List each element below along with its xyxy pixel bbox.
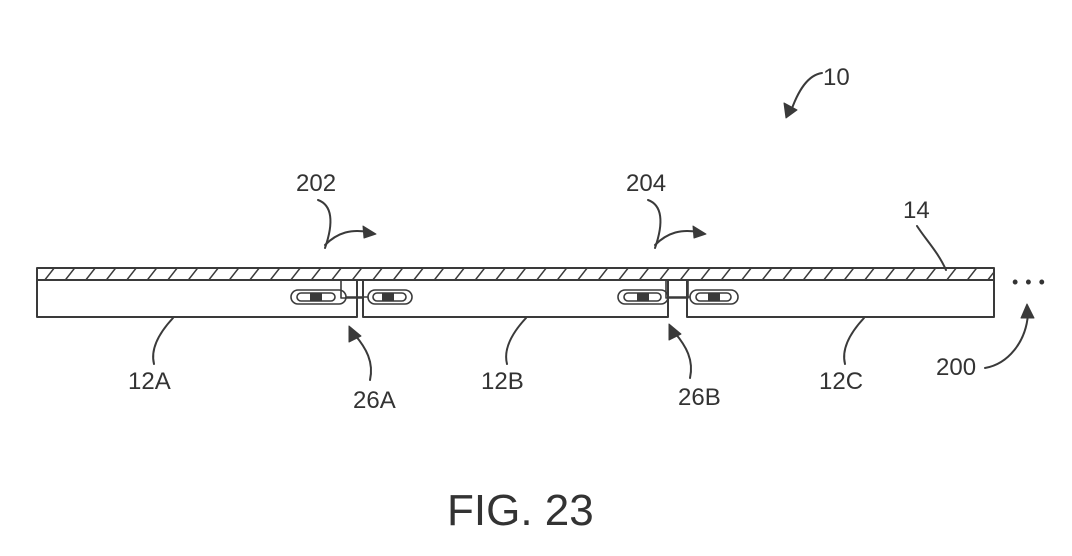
leader-12c [843,317,865,365]
hatch-line [822,268,835,280]
hatch-line [392,268,404,280]
hatch-line [269,268,281,280]
label-12c: 12C [819,368,863,395]
leader-10 [789,72,823,115]
hatch-line [535,268,548,280]
hatch-line [187,268,199,280]
arrow-26b-head [668,323,682,341]
leader-12a [152,317,174,365]
hatch-line [699,268,712,280]
leader-14 [916,225,947,271]
leader-204 [647,199,662,249]
hatch-line [125,268,138,280]
label-200: 200 [936,354,976,381]
hatch-line [843,268,855,280]
hatch-line [884,268,896,280]
panel-12c [686,279,995,318]
hatch-line [617,268,630,280]
hatch-line [597,268,609,280]
hatch-line [64,268,76,280]
leader-26a [354,334,372,381]
hatch-line [925,268,937,280]
hatch-line [207,268,220,280]
label-204: 204 [626,170,666,197]
hatch-line [638,268,650,280]
hatch-line [371,268,384,280]
hatch-line [351,268,363,280]
panel-12a [36,279,358,318]
hatch-line [781,268,794,280]
hatch-line [310,268,322,280]
hatch-line [330,268,343,280]
motion-arrow-202 [324,229,369,246]
hatch-line [166,268,179,280]
hatch-line [228,268,240,280]
hatch-line [556,268,568,280]
hatch-line [494,268,507,280]
hatch-line [105,268,117,280]
label-26b: 26B [678,384,721,411]
hatch-line [945,268,958,280]
hatch-line [679,268,691,280]
hatch-line [248,268,261,280]
cover-layer-hatching [43,268,994,280]
motion-arrow-204 [654,229,699,246]
hinge-26b [617,279,739,305]
hatch-line [576,268,589,280]
hatch-line [474,268,486,280]
arrow-10-head [783,102,798,119]
hatch-line [146,268,158,280]
hatch-line [289,268,302,280]
hatch-line [412,268,425,280]
motion-arrow-202-head [362,225,377,239]
label-26a: 26A [353,387,396,414]
arrow-200-head [1020,303,1035,319]
hatch-line [720,268,732,280]
hatch-line [43,268,56,280]
label-12b: 12B [481,368,524,395]
motion-arrow-204-head [692,225,707,239]
hatch-line [453,268,466,280]
leader-200 [984,313,1029,369]
hatch-line [986,270,994,280]
hatch-line [863,268,876,280]
leader-12b [505,317,527,365]
label-10: 10 [823,64,850,91]
hatch-line [904,268,917,280]
leader-202 [317,199,332,249]
label-14: 14 [903,197,930,224]
hinge-26a [290,279,413,305]
label-202: 202 [296,170,336,197]
hatch-line [84,268,97,280]
hatch-line [802,268,814,280]
figure-caption: FIG. 23 [447,486,594,535]
hatch-line [761,268,773,280]
cover-layer [36,267,995,281]
label-12a: 12A [128,368,171,395]
hatch-line [515,268,527,280]
ellipsis: • • • [1012,272,1046,292]
leader-26b [674,332,692,379]
hatch-line [740,268,753,280]
hatch-line [966,268,978,280]
panel-12b [362,279,669,318]
arrow-26a-head [348,325,362,343]
hatch-line [433,268,445,280]
hatch-line [658,268,671,280]
